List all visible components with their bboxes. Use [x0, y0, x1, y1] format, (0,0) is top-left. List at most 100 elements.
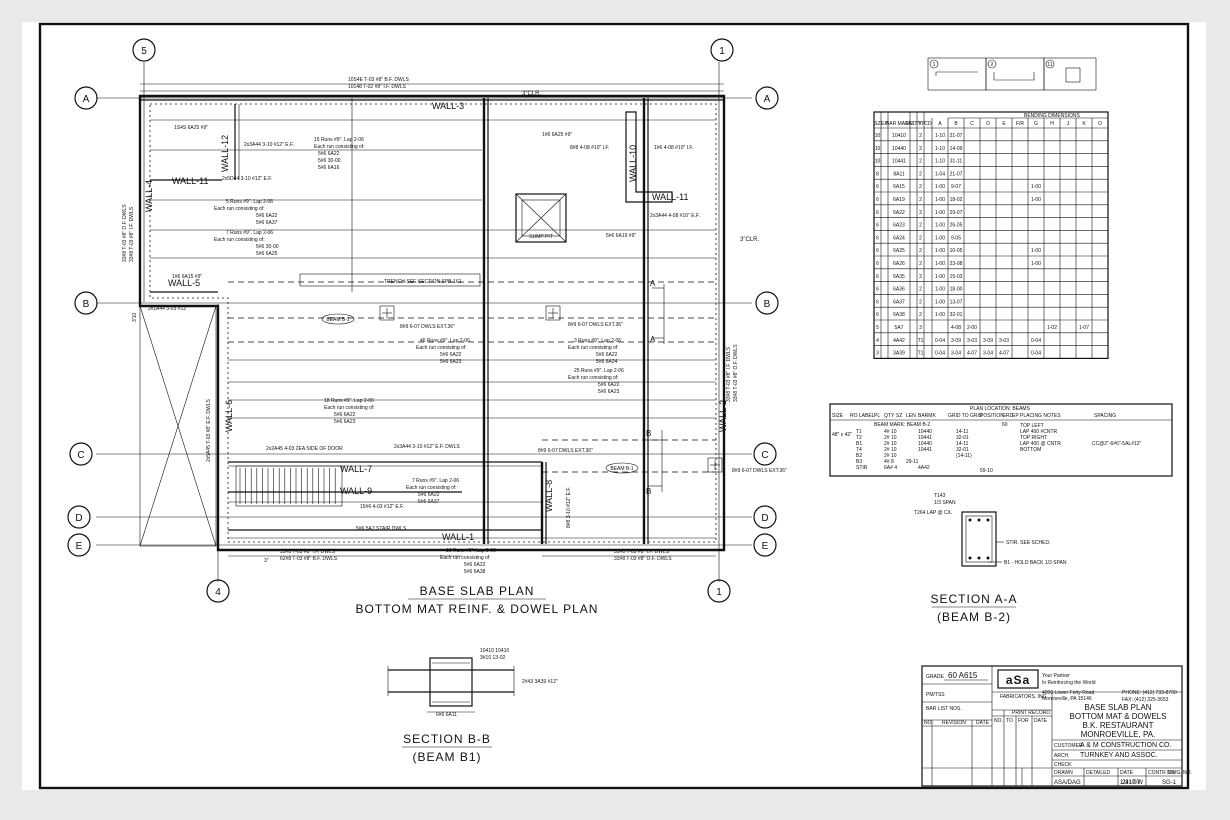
bending-table-cell: 1-00 — [1031, 261, 1041, 267]
svg-text:TO: TO — [1006, 718, 1013, 724]
svg-text:PM/TSS: PM/TSS — [926, 692, 945, 698]
bending-table-cell: 10440 — [892, 146, 906, 152]
bending-table-cell: 6A36 — [893, 287, 905, 293]
stair-treads — [239, 468, 336, 504]
svg-text:5#6 6A22: 5#6 6A22 — [598, 382, 620, 388]
beam-row-label: T2 — [856, 435, 862, 441]
section-cut-b[interactable]: BB — [646, 429, 663, 496]
beam-row-pos: (14-11) — [956, 453, 972, 459]
wall-9-label: WALL-9 — [340, 486, 372, 496]
svg-text:5#6 6A22: 5#6 6A22 — [318, 151, 340, 157]
beam-b2-tag[interactable]: BEAM B-2 — [321, 313, 355, 325]
bending-table-cell: 3 — [919, 325, 922, 331]
svg-text:5#6 5A7 STAIR DWLS: 5#6 5A7 STAIR DWLS — [356, 526, 407, 532]
bending-table-cell: 6 — [876, 223, 879, 229]
bending-table-cell: 6A19 — [893, 197, 905, 203]
svg-text:STIR. SEE SCHED.: STIR. SEE SCHED. — [1006, 540, 1050, 546]
svg-text:25 Runs #9". Lap 2-06: 25 Runs #9". Lap 2-06 — [574, 368, 624, 374]
title-line-1: BASE SLAB PLAN — [1084, 703, 1151, 712]
svg-text:5#6 6A23: 5#6 6A23 — [598, 389, 620, 395]
section-aa-title: SECTION A-A — [930, 592, 1017, 606]
svg-text:8#8 4-08 #10" I.F.: 8#8 4-08 #10" I.F. — [570, 145, 609, 151]
grid-bubble-E-left: E — [67, 533, 91, 557]
svg-text:Each run consisting of:: Each run consisting of: — [314, 144, 365, 150]
bending-table-cell: 1-00 — [935, 235, 945, 241]
bending-table-cell: 3 — [876, 351, 879, 357]
svg-text:2x1A44 3-03 #12": 2x1A44 3-03 #12" — [148, 306, 188, 312]
svg-text:46 Runs #9". Lap 2-06: 46 Runs #9". Lap 2-06 — [420, 338, 470, 344]
grid-bubble-D-right: D — [753, 505, 777, 529]
beam-b1-tag[interactable]: BEAM B-1 — [605, 462, 639, 474]
bending-table-cell: 1-00 — [935, 248, 945, 254]
svg-text:PRINT RECORD: PRINT RECORD — [1012, 710, 1050, 716]
drawing-canvas: A A B B C C D D E E 5 4 1 1 — [38, 22, 1192, 790]
bending-table-cell: 6A38 — [893, 312, 905, 318]
bending-table-cell: 2 — [919, 248, 922, 254]
bending-table-cell: 6 — [876, 248, 879, 254]
svg-text:33#8 T-03 #8" O.F. DWLS: 33#8 T-03 #8" O.F. DWLS — [122, 204, 128, 262]
beam-header-cell: SIZE — [832, 413, 844, 419]
bending-table-cell: 0-04 — [1031, 351, 1041, 357]
bending-table-cell: 4-07 — [967, 351, 977, 357]
sheet-border — [38, 22, 1190, 790]
bending-table-cell: 1-00 — [1031, 197, 1041, 203]
svg-text:CUSTOMER: CUSTOMER — [1054, 743, 1083, 749]
svg-text:7 Runs #9". Lap 2-06: 7 Runs #9". Lap 2-06 — [412, 478, 459, 484]
bending-table-cell: 2 — [919, 223, 922, 229]
beam-row-label: STIR — [856, 465, 868, 471]
svg-text:DATE: DATE — [1120, 770, 1134, 776]
bending-table-cell: 1-00 — [935, 210, 945, 216]
bending-table-cell: 1-00 — [935, 299, 945, 305]
bending-table-cell: 10-05 — [950, 248, 963, 254]
beam-row-qty: 2# 10 — [884, 435, 897, 441]
svg-text:3 Runs #9". Lap 2-06: 3 Runs #9". Lap 2-06 — [574, 338, 621, 344]
bending-table-cell: 6 — [876, 261, 879, 267]
svg-text:BEAM B-1: BEAM B-1 — [610, 466, 634, 472]
bending-table-cell: 6A37 — [893, 299, 905, 305]
wall-1-label: WALL-1 — [442, 532, 474, 542]
beam-row-pos: 14-11 — [956, 429, 969, 435]
wall-8-label: WALL-8 — [544, 480, 554, 512]
svg-text:TRENCH-SEE SECTION SPB-161: TRENCH-SEE SECTION SPB-161 — [384, 279, 462, 285]
bending-table-cell: 18-00 — [950, 287, 963, 293]
bending-table-cell: 1-10 — [935, 146, 945, 152]
bending-table-cell: 14-09 — [950, 146, 963, 152]
svg-text:7 Runs #9". Lap 2-06: 7 Runs #9". Lap 2-06 — [226, 230, 273, 236]
svg-text:Each run consisting of:: Each run consisting of: — [568, 345, 619, 351]
svg-text:15#6 4-03 #12" E.F.: 15#6 4-03 #12" E.F. — [360, 504, 404, 510]
outside-area-x — [139, 305, 217, 547]
bending-table-cell: 32-01 — [950, 312, 963, 318]
sump-pit[interactable]: SUMP PIT — [515, 193, 567, 243]
svg-text:5#6 6A37: 5#6 6A37 — [418, 499, 440, 505]
svg-text:SG-1: SG-1 — [1162, 780, 1177, 786]
svg-text:Each run consisting of:: Each run consisting of: — [324, 405, 375, 411]
bending-table-cell: 2 — [919, 210, 922, 216]
beam-row-barmk: 10440 — [918, 441, 932, 447]
bending-table-cell: 3-09 — [983, 338, 993, 344]
beam-placing-note: TOP LEFT — [1020, 423, 1044, 429]
bend-shape-legend: 1 2 11 — [927, 57, 1097, 91]
beam-header-cell: LEN — [906, 413, 916, 419]
svg-text:5#6 6A22: 5#6 6A22 — [464, 562, 486, 568]
beam-dim: 59-10 — [980, 468, 993, 474]
svg-text:5#6 6A25: 5#6 6A25 — [256, 251, 278, 257]
section-cut-a[interactable]: AA — [650, 279, 665, 344]
bending-header-cell: END Y — [906, 121, 922, 127]
bending-table-cell: 9-05 — [951, 235, 961, 241]
svg-text:3#10 13-02: 3#10 13-02 — [480, 655, 506, 661]
bending-table-cell: 26-05 — [950, 223, 963, 229]
beam-row-pos: 14-11 — [956, 441, 969, 447]
svg-text:5#6 6A24: 5#6 6A24 — [596, 359, 618, 365]
bending-table-cell: 6A22 — [893, 210, 905, 216]
svg-text:5#6 30-00: 5#6 30-00 — [256, 244, 279, 250]
bending-table-cell: 6 — [876, 235, 879, 241]
svg-text:2x3A44 3-10 #12" E.F. DWLS: 2x3A44 3-10 #12" E.F. DWLS — [394, 444, 460, 450]
grid-bubble-C-right: C — [753, 442, 777, 466]
bending-table-cell: 2 — [919, 184, 922, 190]
bending-table-cell: 1-00 — [1031, 248, 1041, 254]
bending-table-cell: 2 — [919, 312, 922, 318]
svg-text:5#6 6A37: 5#6 6A37 — [256, 220, 278, 226]
svg-text:5#6 6A22: 5#6 6A22 — [334, 412, 356, 418]
